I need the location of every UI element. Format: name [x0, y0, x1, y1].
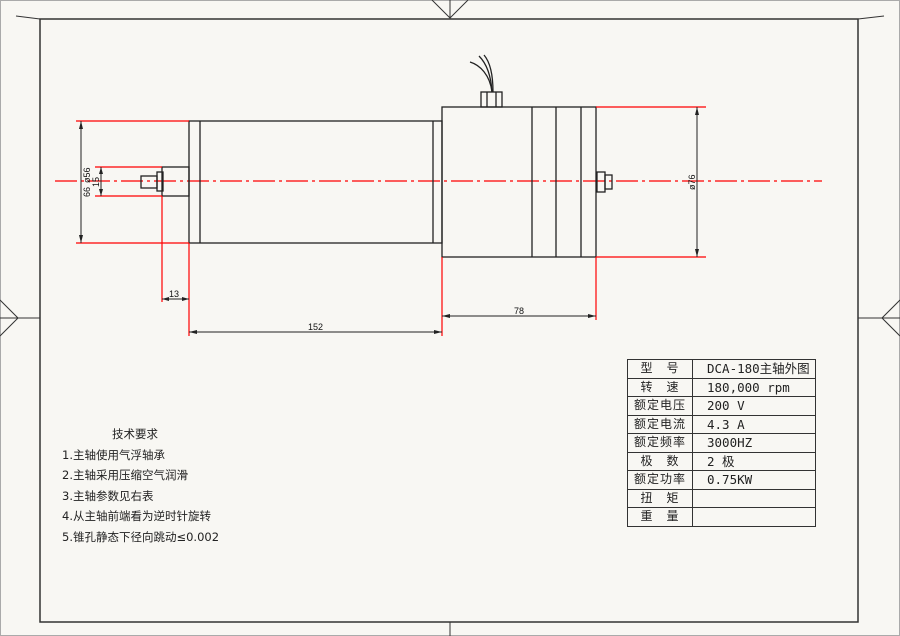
spec-value: 180,000 rpm — [692, 377, 816, 397]
dim-shaft-15: 15 — [91, 177, 101, 187]
wire — [469, 61, 493, 93]
note-item: 4.从主轴前端看为逆时针旋转 — [62, 509, 211, 523]
notes-title: 技术要求 — [112, 427, 158, 441]
note-item: 5.锥孔静态下径向跳动≤0.002 — [62, 529, 220, 544]
spec-label: 扭 矩 — [627, 488, 693, 508]
spec-label: 额定电压 — [627, 396, 693, 416]
extension-lines — [76, 106, 706, 336]
front-step — [161, 166, 190, 197]
dim-rear-78: 78 — [514, 306, 524, 316]
spec-value: 0.75KW — [692, 470, 816, 490]
dim-body-dia: ø56 — [82, 167, 92, 183]
spec-value: 2 极 — [692, 451, 816, 471]
spec-label: 重 量 — [627, 507, 693, 527]
dim-outer-66: 66 — [82, 187, 92, 197]
rear-nut — [596, 171, 606, 193]
note-item: 3.主轴参数见右表 — [62, 488, 154, 503]
spec-label: 额定电流 — [627, 414, 693, 434]
spec-value — [692, 507, 816, 527]
spec-value: 3000HZ — [692, 433, 816, 453]
spec-label: 极 数 — [627, 451, 693, 471]
spec-value: 200 V — [692, 396, 816, 416]
cable-connector — [480, 91, 503, 108]
technical-requirements: 技术要求 1.主轴使用气浮轴承 2.主轴采用压缩空气润滑 3.主轴参数见右表 4… — [62, 424, 219, 547]
motor-body — [140, 54, 613, 258]
spec-label: 型 号 — [627, 359, 693, 379]
spec-label: 额定频率 — [627, 433, 693, 453]
dimension-arrows — [79, 107, 699, 334]
note-item: 2.主轴采用压缩空气润滑 — [62, 468, 188, 482]
dim-body-152: 152 — [308, 322, 323, 332]
note-item: 1.主轴使用气浮轴承 — [62, 447, 165, 462]
dim-front-13: 13 — [169, 289, 179, 299]
table-row: 重 量 — [627, 507, 816, 527]
spec-value — [692, 488, 816, 508]
spec-label: 转 速 — [627, 377, 693, 397]
spec-label: 额定功率 — [627, 470, 693, 490]
table-row: 扭 矩 — [627, 488, 816, 508]
sheet-inner-border — [39, 18, 859, 623]
rear-housing — [441, 106, 597, 258]
dim-rear-dia: ø76 — [687, 174, 697, 190]
spec-value: DCA-180主轴外图 — [692, 359, 816, 379]
front-shaft — [140, 175, 158, 189]
spec-value: 4.3 A — [692, 414, 816, 434]
